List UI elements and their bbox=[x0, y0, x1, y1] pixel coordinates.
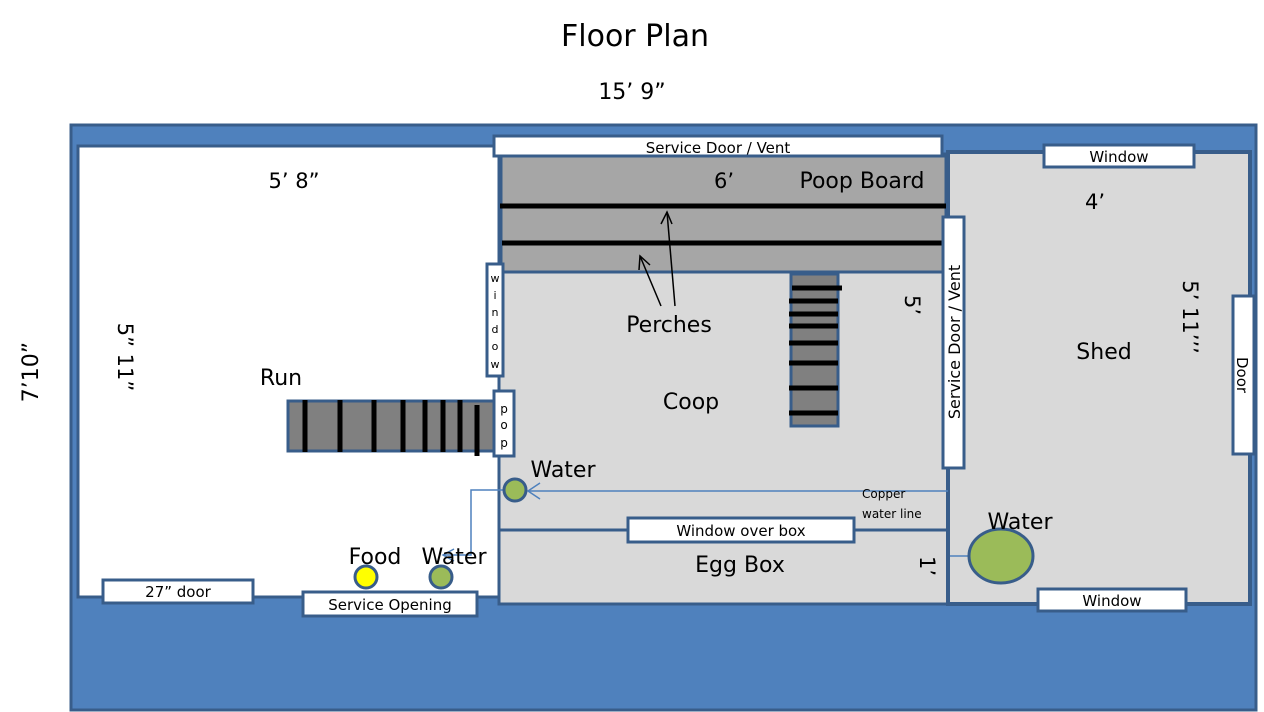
run-window[interactable]: w i n d o w bbox=[485, 262, 505, 378]
svg-text:Service Door / Vent: Service Door / Vent bbox=[646, 139, 791, 157]
svg-text:i: i bbox=[493, 289, 496, 302]
perches-arrows bbox=[638, 210, 676, 307]
poop-board-label: Poop Board bbox=[799, 169, 924, 194]
overall-width-label: 15’ 9” bbox=[598, 80, 665, 105]
svg-text:p: p bbox=[500, 402, 508, 416]
egg-box-label: Egg Box bbox=[695, 553, 785, 578]
egg-box-depth-label: 1’ bbox=[915, 556, 939, 576]
coop-label: Coop bbox=[663, 390, 719, 415]
diagram-title: Floor Plan bbox=[561, 19, 709, 54]
shed-window-top[interactable]: Window bbox=[1042, 143, 1196, 169]
run-label: Run bbox=[260, 366, 302, 391]
service-door-top[interactable]: Service Door / Vent bbox=[492, 134, 944, 158]
copper-line-label-1: Copper bbox=[862, 487, 905, 501]
svg-text:o: o bbox=[500, 418, 507, 432]
coop-waterer bbox=[502, 477, 528, 503]
coop-width-label: 6’ bbox=[714, 169, 734, 193]
run-ramp bbox=[286, 399, 500, 456]
run-height-label: 5” 11” bbox=[113, 323, 137, 392]
pop-door[interactable]: p o p bbox=[492, 389, 516, 458]
svg-text:w: w bbox=[491, 272, 500, 285]
copper-water-line bbox=[441, 482, 968, 562]
coop-height-label: 5’ bbox=[900, 295, 924, 315]
perches-label: Perches bbox=[626, 313, 712, 338]
svg-text:w: w bbox=[491, 358, 500, 371]
svg-text:Window over box: Window over box bbox=[676, 522, 805, 540]
run-feeder bbox=[353, 564, 379, 590]
overall-height-label: 7’10” bbox=[19, 342, 44, 402]
shed-waterer bbox=[967, 527, 1035, 585]
coop-ladder bbox=[789, 272, 842, 428]
shed-width-label: 4’ bbox=[1085, 190, 1105, 214]
shed-door[interactable]: Door bbox=[1231, 294, 1256, 456]
copper-line-label-2: water line bbox=[862, 507, 922, 521]
run-water-label: Water bbox=[421, 545, 487, 570]
shed-water-label: Water bbox=[987, 510, 1053, 535]
run-width-label: 5’ 8” bbox=[269, 169, 320, 193]
service-opening[interactable]: Service Opening bbox=[301, 590, 479, 618]
run-27in-door[interactable]: 27” door bbox=[101, 578, 255, 605]
svg-text:Service Opening: Service Opening bbox=[328, 596, 451, 614]
svg-text:n: n bbox=[492, 306, 499, 319]
svg-text:Window: Window bbox=[1082, 592, 1141, 610]
svg-text:p: p bbox=[500, 436, 508, 450]
run-area bbox=[76, 144, 501, 599]
shed-label: Shed bbox=[1076, 340, 1131, 365]
food-label: Food bbox=[349, 545, 402, 570]
shed-height-label: 5’ 11’’’ bbox=[1178, 280, 1202, 353]
svg-text:d: d bbox=[492, 323, 499, 336]
shed-window-bottom[interactable]: Window bbox=[1036, 587, 1188, 613]
window-over-box[interactable]: Window over box bbox=[626, 516, 856, 544]
svg-text:Window: Window bbox=[1089, 148, 1148, 166]
svg-text:Door: Door bbox=[1233, 357, 1251, 394]
svg-text:Service Door / Vent: Service Door / Vent bbox=[945, 265, 964, 419]
run-waterer bbox=[428, 564, 454, 590]
svg-text:27” door: 27” door bbox=[145, 583, 212, 601]
svg-text:o: o bbox=[492, 340, 499, 353]
service-door-side[interactable]: Service Door / Vent bbox=[941, 215, 966, 470]
coop-water-label: Water bbox=[530, 458, 596, 483]
